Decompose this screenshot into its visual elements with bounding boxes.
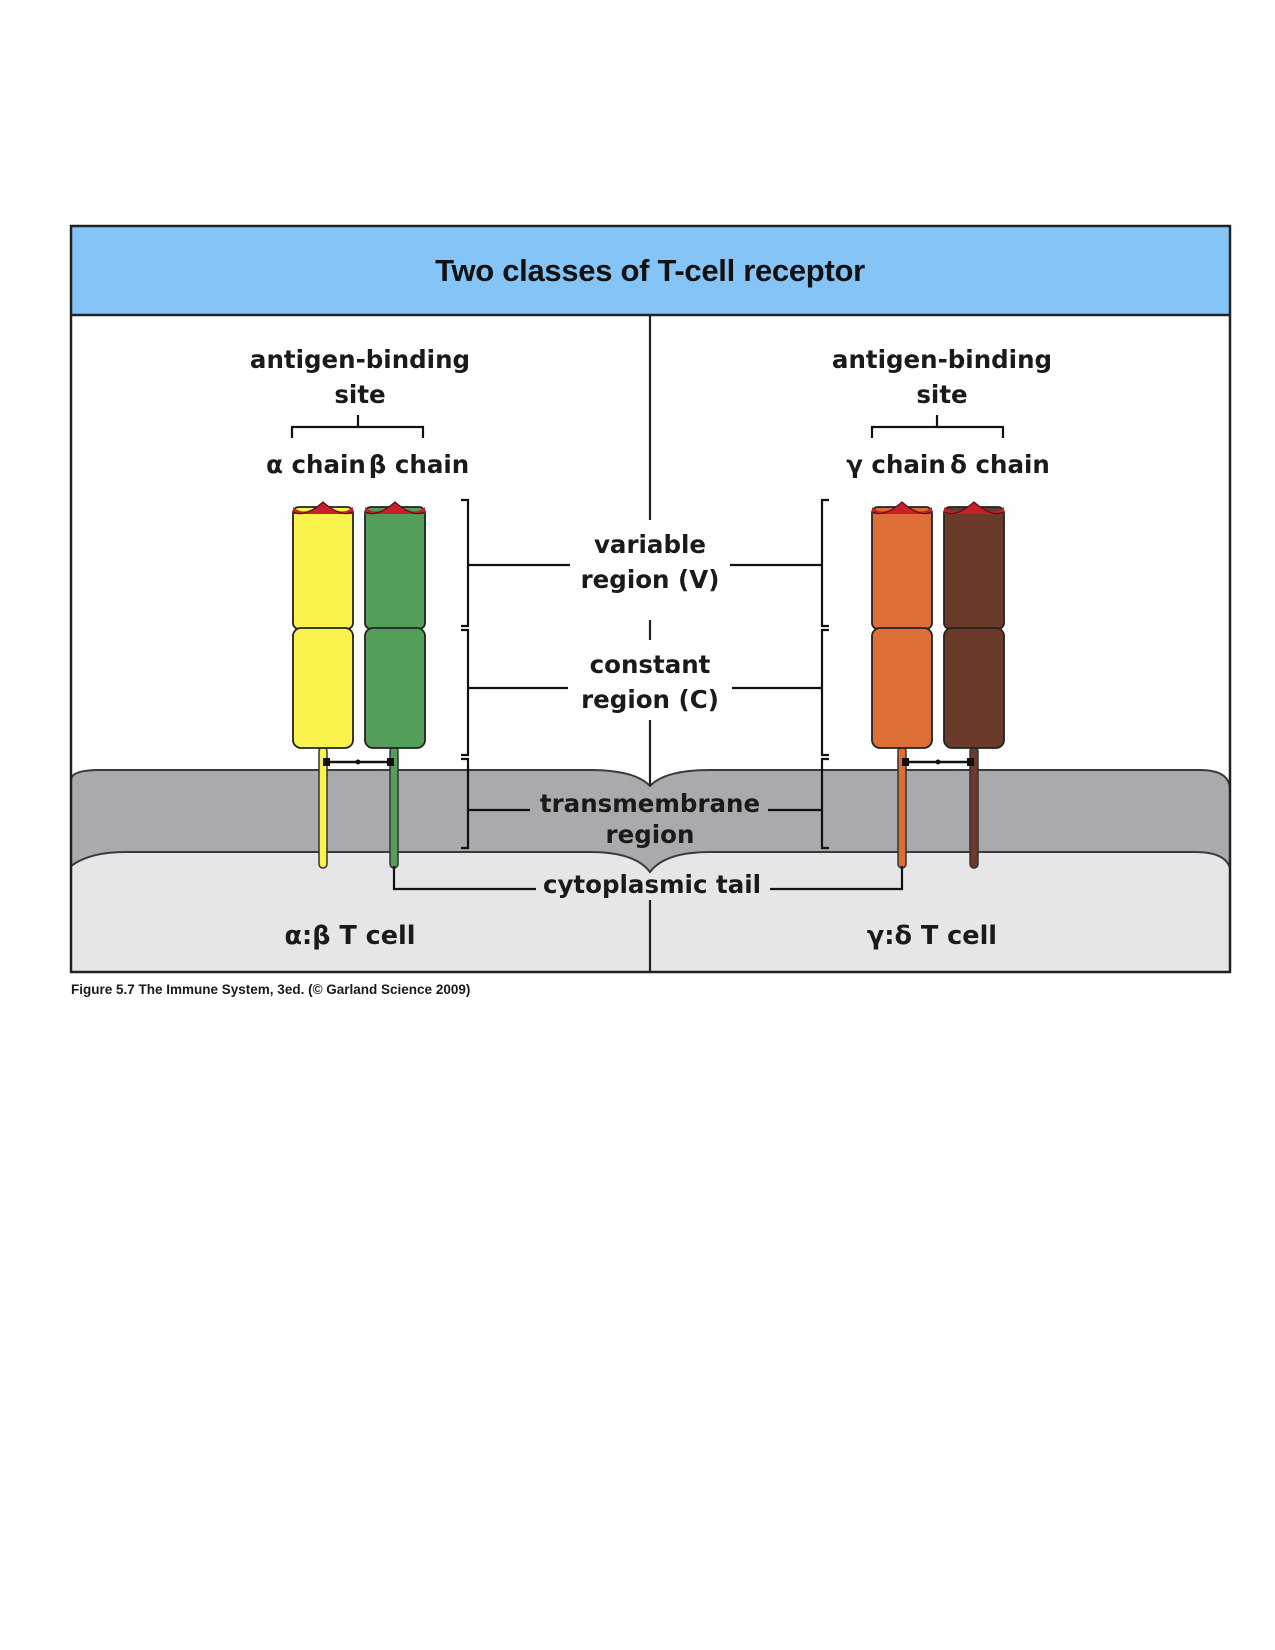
beta-variable-domain bbox=[364, 506, 426, 630]
header-bar bbox=[71, 226, 1230, 315]
left-antigen-site-label-line2: site bbox=[334, 380, 385, 409]
right-transmembrane-brace bbox=[820, 757, 829, 850]
left-cell-label: α:β T cell bbox=[284, 921, 415, 951]
delta-binding-site-outline bbox=[943, 501, 1005, 515]
figure-frame bbox=[69, 224, 1232, 974]
cytoplasmic-tail-label: cytoplasmic tail bbox=[543, 870, 761, 899]
gamma-binding-site-outline bbox=[871, 501, 933, 515]
right-antigen-site-bracket bbox=[870, 415, 1005, 438]
transmembrane-region-label-line1: transmembrane bbox=[540, 789, 760, 818]
constant-region-label-line1: constant bbox=[590, 650, 711, 679]
right-antigen-site-label-line1: antigen-binding bbox=[832, 345, 1052, 374]
left-variable-brace bbox=[461, 498, 470, 628]
beta-binding-site bbox=[365, 502, 425, 514]
right-constant-brace bbox=[820, 628, 829, 757]
right-bond-end-1 bbox=[902, 758, 909, 766]
cytoplasmic-leader-left bbox=[392, 866, 536, 891]
transmembrane-region-label-line2: region bbox=[606, 820, 695, 849]
gamma-binding-site bbox=[872, 502, 932, 514]
constant-region-label-line2: region (C) bbox=[581, 685, 719, 714]
delta-chain-label: δ chain bbox=[950, 450, 1050, 479]
gamma-constant-domain bbox=[871, 627, 933, 749]
left-transmembrane-brace bbox=[461, 757, 470, 850]
alpha-chain-label: α chain bbox=[266, 450, 366, 479]
cytoplasmic-leader-right bbox=[770, 866, 904, 891]
alpha-variable-domain bbox=[292, 506, 354, 630]
delta-constant-domain bbox=[943, 627, 1005, 749]
right-bond-dot bbox=[935, 759, 941, 765]
right-cell-label: γ:δ T cell bbox=[867, 921, 997, 951]
left-antigen-site-bracket bbox=[290, 415, 425, 438]
variable-label-bg bbox=[572, 528, 728, 604]
variable-region-label-line2: region (V) bbox=[581, 565, 720, 594]
alpha-binding-site bbox=[293, 502, 353, 514]
right-bond-end-2 bbox=[967, 758, 974, 766]
constant-label-bg bbox=[572, 648, 728, 720]
gamma-variable-domain bbox=[871, 506, 933, 630]
alpha-constant-domain bbox=[292, 627, 354, 749]
right-variable-brace bbox=[820, 498, 829, 628]
left-bond-end-2 bbox=[387, 758, 394, 766]
left-constant-brace bbox=[461, 628, 470, 757]
variable-region-label-line1: variable bbox=[594, 530, 706, 559]
beta-constant-domain bbox=[364, 627, 426, 749]
gamma-chain-label: γ chain bbox=[846, 450, 946, 479]
beta-binding-site-outline bbox=[364, 501, 426, 515]
left-bond-end-1 bbox=[323, 758, 330, 766]
right-antigen-site-label-line2: site bbox=[916, 380, 967, 409]
beta-chain-label: β chain bbox=[369, 450, 469, 479]
delta-variable-domain bbox=[943, 506, 1005, 630]
left-antigen-site-label-line1: antigen-binding bbox=[250, 345, 470, 374]
figure-caption: Figure 5.7 The Immune System, 3ed. (© Ga… bbox=[71, 982, 470, 997]
delta-binding-site bbox=[944, 502, 1004, 514]
alpha-binding-site-outline bbox=[292, 501, 354, 515]
left-bond-dot bbox=[355, 759, 361, 765]
figure-title: Two classes of T-cell receptor bbox=[435, 253, 865, 288]
